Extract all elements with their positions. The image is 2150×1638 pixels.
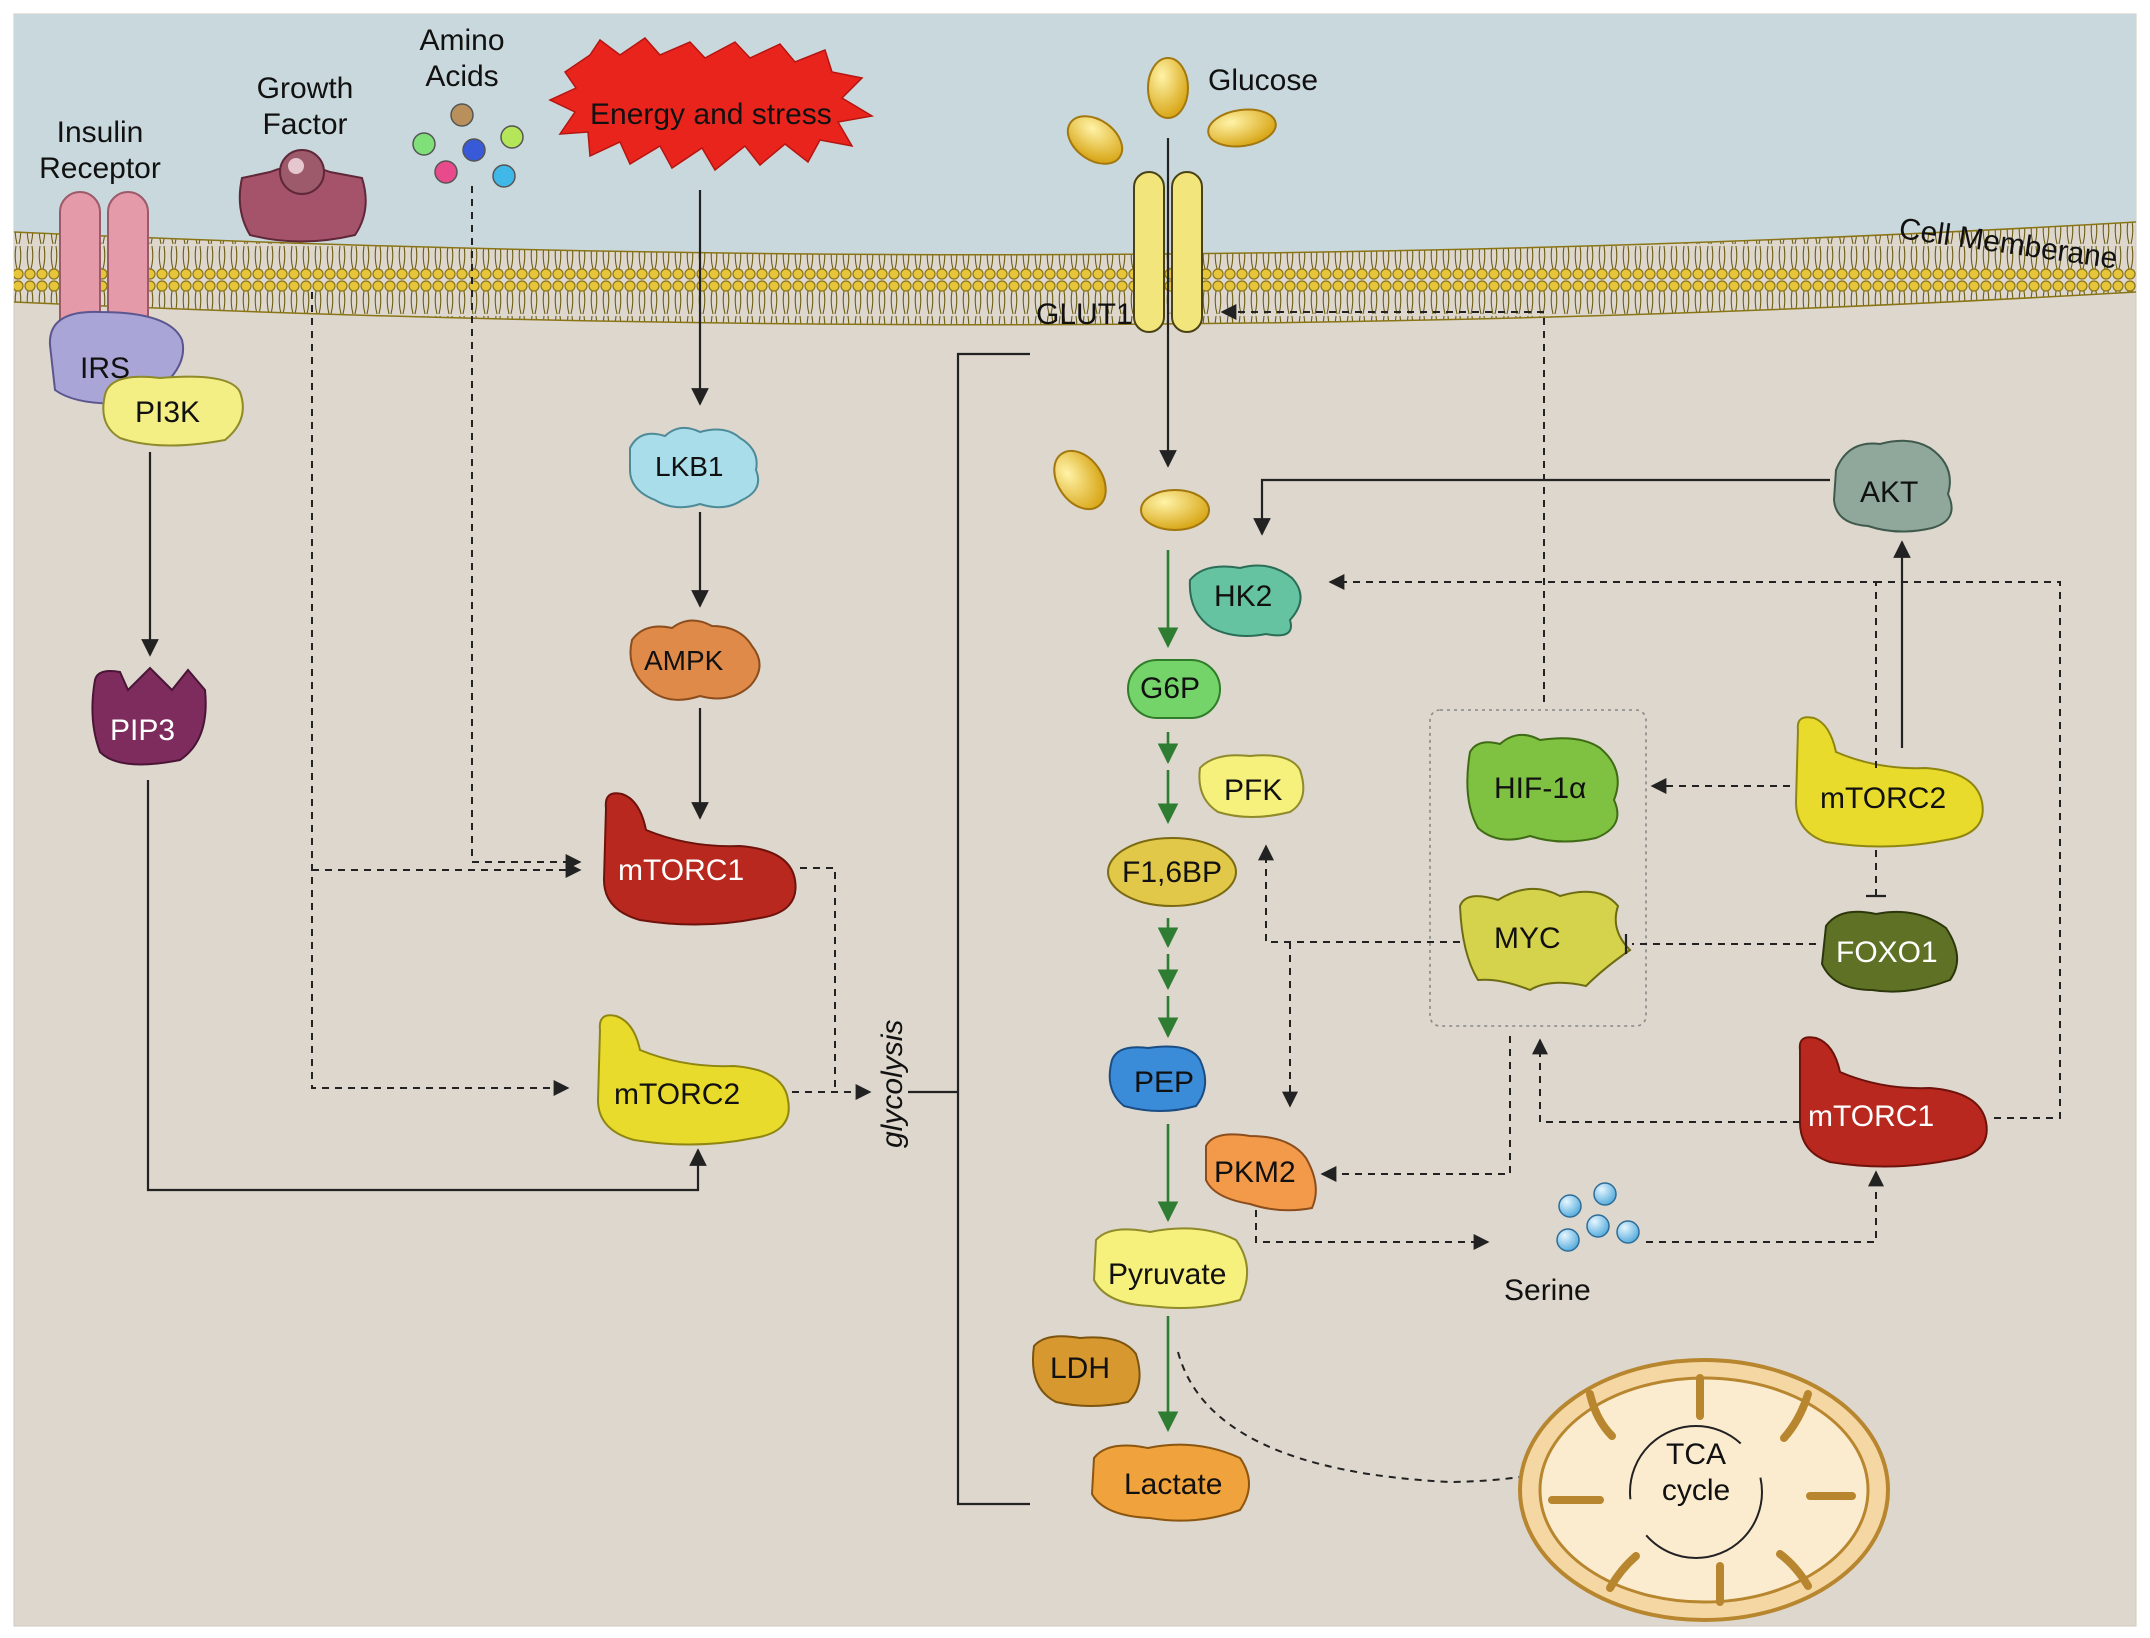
pkm2: PKM2 xyxy=(1205,1133,1317,1212)
g6p: G6P xyxy=(1127,659,1221,719)
svg-text:PEP: PEP xyxy=(1134,1066,1194,1099)
svg-text:PIP3: PIP3 xyxy=(110,714,175,747)
glycolysis-label: glycolysis xyxy=(876,1020,909,1148)
lactate: Lactate xyxy=(1090,1443,1250,1522)
svg-text:PI3K: PI3K xyxy=(135,396,200,429)
ampk: AMPK xyxy=(629,619,761,701)
ldh: LDH xyxy=(1032,1335,1141,1407)
insulin-receptor-label-2: Receptor xyxy=(39,152,161,185)
energy-and-stress: Energy and stress xyxy=(548,37,875,172)
pep: PEP xyxy=(1108,1045,1207,1112)
pfk: PFK xyxy=(1198,754,1305,818)
serine: Serine xyxy=(1504,1182,1640,1307)
svg-text:FOXO1: FOXO1 xyxy=(1836,936,1938,969)
svg-text:Pyruvate: Pyruvate xyxy=(1108,1258,1226,1291)
mtorc2-right: mTORC2 xyxy=(1794,716,1984,848)
svg-text:F1,6BP: F1,6BP xyxy=(1122,856,1222,889)
f16bp: F1,6BP xyxy=(1107,837,1237,907)
svg-text:AMPK: AMPK xyxy=(644,645,724,676)
svg-text:PFK: PFK xyxy=(1224,774,1282,807)
hk2: HK2 xyxy=(1188,564,1302,637)
mtorc1-left: mTORC1 xyxy=(602,792,797,926)
glucose-molecules: Glucose xyxy=(1053,57,1318,531)
svg-text:PKM2: PKM2 xyxy=(1214,1156,1296,1189)
myc: MYC xyxy=(1458,887,1632,992)
pyruvate: Pyruvate xyxy=(1092,1227,1249,1309)
cell-membrane xyxy=(14,222,2136,325)
foxo1: FOXO1 xyxy=(1820,910,1958,993)
svg-text:mTORC1: mTORC1 xyxy=(1808,1100,1934,1133)
pi3k: PI3K xyxy=(102,375,244,447)
pip3: PIP3 xyxy=(91,666,207,766)
svg-text:LDH: LDH xyxy=(1050,1352,1110,1385)
svg-text:GLUT1: GLUT1 xyxy=(1036,298,1133,331)
svg-text:AKT: AKT xyxy=(1860,476,1918,509)
svg-text:Lactate: Lactate xyxy=(1124,1468,1222,1501)
svg-text:Energy and stress: Energy and stress xyxy=(590,98,832,131)
insulin-receptor-label-1: Insulin xyxy=(57,116,144,149)
hif1a: HIF-1α xyxy=(1466,733,1619,843)
svg-text:HK2: HK2 xyxy=(1214,580,1272,613)
mtorc1-right: mTORC1 xyxy=(1798,1036,1988,1168)
svg-text:G6P: G6P xyxy=(1140,672,1200,705)
mtorc2-left: mTORC2 xyxy=(596,1014,790,1146)
akt: AKT xyxy=(1832,439,1953,533)
glut1-transporter: GLUT1 xyxy=(1036,171,1203,333)
svg-text:Glucose: Glucose xyxy=(1208,64,1318,97)
svg-text:Serine: Serine xyxy=(1504,1274,1591,1307)
svg-text:mTORC1: mTORC1 xyxy=(618,854,744,887)
lkb1: LKB1 xyxy=(629,426,760,509)
svg-text:mTORC2: mTORC2 xyxy=(614,1078,740,1111)
svg-text:mTORC2: mTORC2 xyxy=(1820,782,1946,815)
hif1a-myc-group xyxy=(1429,709,1647,1027)
svg-text:HIF-1α: HIF-1α xyxy=(1494,772,1586,805)
svg-text:MYC: MYC xyxy=(1494,922,1561,955)
svg-text:LKB1: LKB1 xyxy=(655,451,724,482)
